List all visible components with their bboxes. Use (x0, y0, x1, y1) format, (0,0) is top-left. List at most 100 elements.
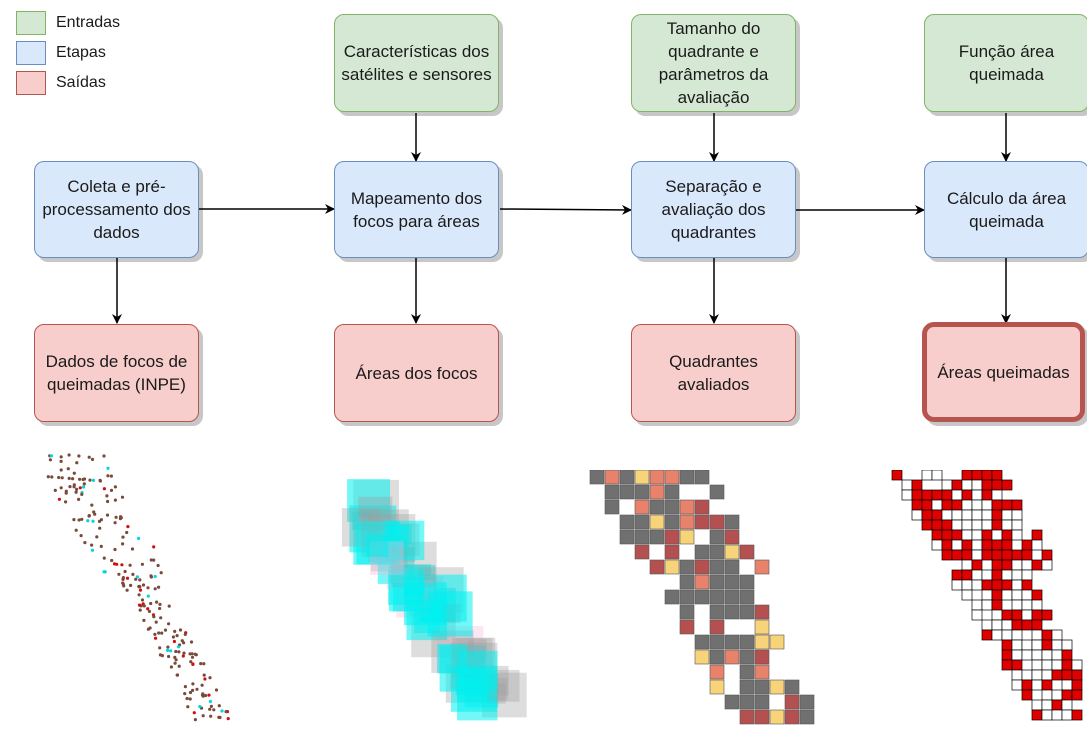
fire-point (125, 530, 129, 535)
burn-cell (991, 529, 1003, 541)
fire-point (75, 461, 79, 465)
fire-point (186, 705, 190, 709)
quadrant-cell (739, 709, 755, 725)
burn-cell (1031, 669, 1043, 681)
quadrant-cell (724, 514, 740, 530)
quadrant-cell (769, 634, 785, 650)
quadrant-cell (754, 604, 770, 620)
burn-cell (1031, 589, 1043, 601)
burn-cell (981, 499, 993, 511)
fire-point (130, 547, 135, 551)
quadrant-cell (724, 544, 740, 560)
burn-cell (981, 470, 993, 481)
fire-point (226, 717, 230, 721)
fire-point (176, 645, 181, 649)
fire-point (59, 468, 63, 472)
burn-cell (991, 609, 1003, 621)
quadrant-cell (649, 499, 665, 515)
fire-point (138, 578, 142, 582)
burn-cell (971, 529, 983, 541)
quadrant-cell (799, 694, 815, 710)
quadrant-cell (679, 574, 695, 590)
quadrant-cell (709, 604, 725, 620)
fire-point (67, 453, 71, 457)
quadrant-cell (694, 559, 710, 575)
burn-cell (1001, 659, 1013, 671)
burn-cell (971, 519, 983, 531)
fire-point (201, 714, 205, 718)
burn-cell (1051, 699, 1063, 711)
quadrant-cell (619, 514, 635, 530)
fire-point (148, 626, 152, 630)
burn-cell (1051, 709, 1063, 721)
burn-cell (1041, 659, 1053, 671)
fire-point (217, 704, 221, 708)
quadrant-cell (739, 679, 755, 695)
burn-cell (981, 519, 993, 531)
quadrant-cell (799, 709, 815, 725)
fire-point (95, 535, 99, 539)
fire-point (113, 547, 117, 552)
fire-point (135, 575, 139, 579)
fire-point (175, 673, 180, 677)
fire-point (81, 477, 85, 482)
fire-point (181, 654, 185, 658)
input-quadrante: Tamanho do quadrante e parâmetros da ava… (631, 14, 796, 112)
fire-point (102, 556, 106, 560)
burn-cell (961, 479, 973, 491)
burn-cell (1001, 499, 1013, 511)
fire-area (347, 479, 390, 522)
fire-point (183, 632, 187, 636)
quadrant-cell (739, 589, 755, 605)
fire-point (175, 634, 179, 638)
burn-cell (971, 499, 983, 511)
quadrant-cell (784, 694, 800, 710)
quadrant-cell (694, 499, 710, 515)
fire-point (121, 581, 125, 585)
burn-cell (971, 489, 983, 501)
burn-cell (1011, 679, 1023, 691)
burn-cell (971, 569, 983, 581)
burn-cell (1031, 529, 1043, 541)
burn-cell (1021, 689, 1033, 701)
quadrant-cell (679, 619, 695, 635)
burn-cell (991, 589, 1003, 601)
burn-cell (911, 479, 923, 491)
fire-point (158, 646, 162, 650)
quadrant-cell (709, 619, 725, 635)
quadrant-cell (664, 529, 680, 545)
burn-cell (941, 479, 953, 491)
fire-point (105, 513, 110, 517)
quadrant-cell (709, 664, 725, 680)
fire-point (93, 512, 97, 516)
burn-cell (1001, 479, 1013, 491)
burn-cell (1021, 669, 1033, 681)
fire-point (50, 475, 54, 479)
fire-point (212, 708, 216, 712)
burn-cell (971, 470, 983, 481)
quadrant-cell (724, 559, 740, 575)
burn-cell (1011, 669, 1023, 681)
quadrant-cell (784, 679, 800, 695)
burn-cell (1011, 559, 1023, 571)
burn-cell (961, 509, 973, 521)
burn-cell (1021, 569, 1033, 581)
burn-cell (941, 549, 953, 561)
burn-cell (1041, 639, 1053, 651)
quadrant-cell (694, 544, 710, 560)
quadrant-cell (709, 484, 725, 500)
fire-point (79, 534, 83, 538)
quadrant-cell (634, 529, 650, 545)
burn-cell (961, 579, 973, 591)
quadrant-cell (634, 470, 650, 485)
burn-cell (1051, 649, 1063, 661)
burn-cell (931, 470, 943, 481)
quadrant-cell (589, 470, 605, 485)
fire-point (195, 687, 199, 691)
fire-area (458, 650, 498, 691)
quadrant-cell (664, 514, 680, 530)
burn-cell (1011, 549, 1023, 561)
fire-point (159, 571, 163, 575)
fire-point (167, 654, 171, 659)
fire-point (102, 570, 106, 574)
